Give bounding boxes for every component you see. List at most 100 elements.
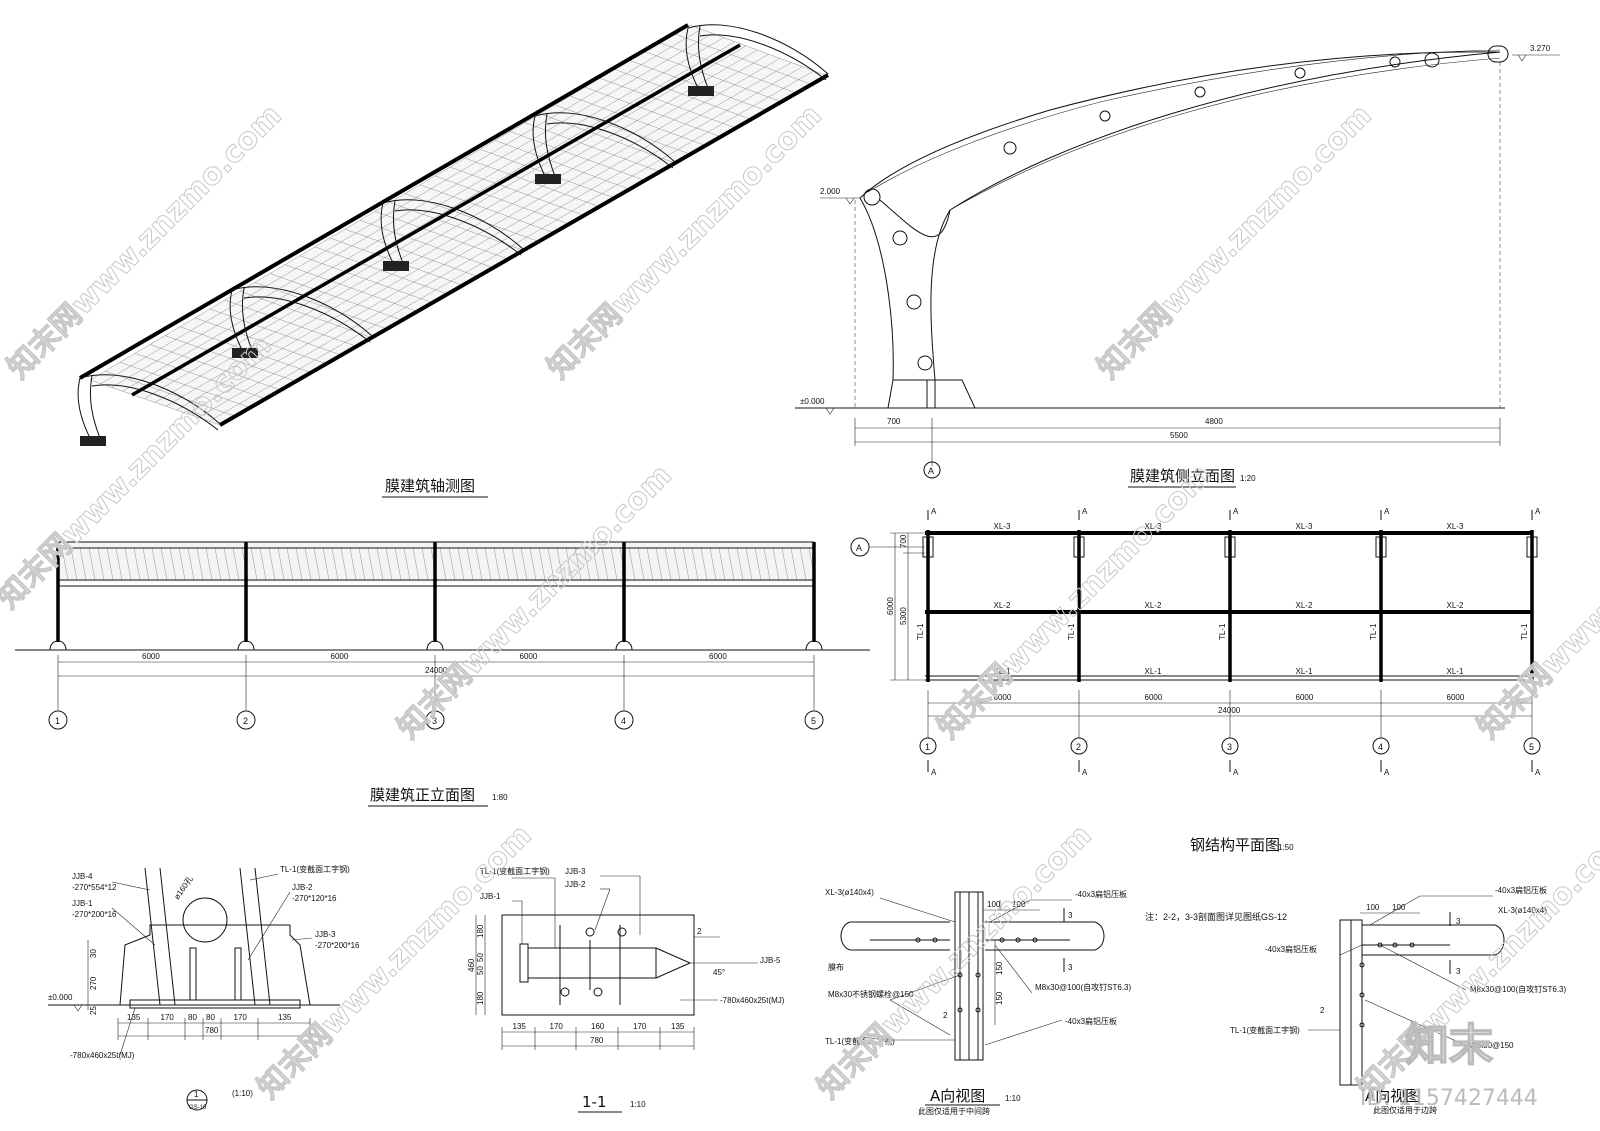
plan-col-label-1: TL-1 [916,623,925,640]
svg-text:150: 150 [995,991,1004,1005]
base-label-jjb4: JJB-4 [72,872,93,881]
section-11-scale: 1:10 [630,1100,646,1109]
plan-span-3: 6000 [1296,693,1314,702]
plan-mid-beam-4: XL-2 [1447,601,1464,610]
a-view-1-note: 此图仅适用于中间跨 [918,1106,990,1116]
plan-total: 24000 [1218,706,1241,715]
plan-sec-bot-3: A [1233,768,1239,777]
av2-label-plate-top: -40x3扁铝压板 [1495,885,1547,895]
base-label-hole: ø160孔 [172,874,194,901]
axo-portal-frame-1 [77,374,221,446]
base-dim-1: 135 [127,1013,141,1022]
plan-bot-beam-4: XL-1 [1447,667,1464,676]
front-axis-4: 4 [621,716,626,726]
side-elevation: 2.000 3.270 ±0.000 700 4800 5500 A [795,44,1560,479]
plan-axis-5: 5 [1529,742,1534,752]
front-axis-bubble-2 [236,710,256,730]
svg-text:3: 3 [1068,911,1073,920]
steel-plan-scale: 1:50 [1278,843,1294,852]
svg-text:-270*554*12: -270*554*12 [72,883,117,892]
plan-dim-6000: 6000 [886,597,895,615]
base-dim-2: 170 [161,1013,175,1022]
axonometric-view [77,23,829,446]
plan-sec-top-1: A [931,507,937,516]
av2-label-bolt: M8x30@150 [1468,1041,1514,1050]
front-column-5 [805,542,823,651]
axonometric-title: 膜建筑轴测图 [385,477,475,495]
plan-col-label-2: TL-1 [1067,623,1076,640]
axo-portal-frame-2 [229,286,373,358]
a-view-1-title: A向视图 [930,1087,985,1105]
plan-bot-beam-3: XL-1 [1296,667,1313,676]
front-column-4 [615,542,633,651]
plan-mid-beam-1: XL-2 [994,601,1011,610]
front-total: 24000 [425,666,448,675]
base-dim-3: 80 [188,1013,197,1022]
svg-text:3: 3 [1068,963,1073,972]
svg-text:-270*200*16: -270*200*16 [315,941,360,950]
av2-label-plate: -40x3扁铝压板 [1265,944,1317,954]
av1-label-plate-bot: -40x3扁铝压板 [1065,1016,1117,1026]
plan-axis-3: 3 [1227,742,1232,752]
steel-plan: TL-1AA1TL-1AA2TL-1AA3TL-1AA4TL-1AA5XL-3X… [850,507,1541,777]
front-axis-3: 3 [432,716,437,726]
a-view-edge-span: 注：2-2，3-3剖面图详见图纸GS-12 100 100 -40x3扁铝压板 … [1145,885,1566,1086]
av1-label-screw: M8x30@100(自攻钉ST6.3) [1035,982,1131,992]
plan-sec-top-5: A [1535,507,1541,516]
plan-top-beam-4: XL-3 [1447,522,1464,531]
svg-text:270: 270 [89,976,98,990]
sec11-dim-5: 135 [671,1022,685,1031]
front-axis-2: 2 [243,716,248,726]
plan-top-beam-1: XL-3 [994,522,1011,531]
side-dim-5500: 5500 [1170,431,1188,440]
plan-sec-top-4: A [1384,507,1390,516]
base-dim-4: 80 [206,1013,215,1022]
sec11-dim-3: 160 [591,1022,605,1031]
plan-sec-bot-5: A [1535,768,1541,777]
av1-label-tl1: TL-1(变截面工字钢) [825,1036,895,1046]
av1-label-plate-top: -40x3扁铝压板 [1075,889,1127,899]
av2-note: 注：2-2，3-3剖面图详见图纸GS-12 [1145,911,1287,922]
svg-text:50: 50 [476,966,485,975]
plan-column-3: TL-1 [1218,530,1236,682]
plan-top-beam-3: XL-3 [1296,522,1313,531]
plan-col-label-4: TL-1 [1369,623,1378,640]
base-label-jjb3: JJB-3 [315,930,336,939]
svg-text:-270*120*16: -270*120*16 [292,894,337,903]
section-11-title: 1-1 [582,1093,607,1111]
plan-top-beam-2: XL-3 [1145,522,1162,531]
side-dim-4800: 4800 [1205,417,1223,426]
base-label-jjb1: JJB-1 [72,899,93,908]
plan-span-1: 6000 [994,693,1012,702]
watermarks: 知末网www.znzmo.com 知末网www.znzmo.com 知末网www… [0,97,1600,1111]
plan-dim-700: 700 [899,534,908,548]
svg-text:180: 180 [476,991,485,1005]
svg-text:GS-10: GS-10 [189,1105,207,1111]
svg-text:30: 30 [89,949,98,958]
front-span-2: 6000 [331,652,349,661]
front-axis-bubble-1 [48,710,68,730]
plan-mid-beam-3: XL-2 [1296,601,1313,610]
svg-text:150: 150 [995,961,1004,975]
sec11-label-jjb3: JJB-3 [565,867,586,876]
front-column-3 [426,542,444,651]
plan-sec-bot-2: A [1082,768,1088,777]
svg-text:2: 2 [943,1011,948,1020]
watermark-7: 知末网www.znzmo.com [1471,458,1600,746]
base-label-jjb2: JJB-2 [292,883,313,892]
sec11-dim-4: 170 [633,1022,647,1031]
side-elev-top: 3.270 [1530,44,1551,53]
watermark-id: ID: 1157427444 [1360,1086,1538,1111]
watermark-6: 知末网www.znzmo.com [931,458,1219,746]
svg-text:100: 100 [1366,903,1380,912]
base-dim-total: 780 [205,1026,219,1035]
side-axis-bubble [923,461,941,479]
plan-span-2: 6000 [1145,693,1163,702]
axo-portal-frame-5 [685,24,829,96]
svg-text:100: 100 [1012,900,1026,909]
sec11-dim-1: 135 [513,1022,527,1031]
svg-text:180: 180 [476,924,485,938]
